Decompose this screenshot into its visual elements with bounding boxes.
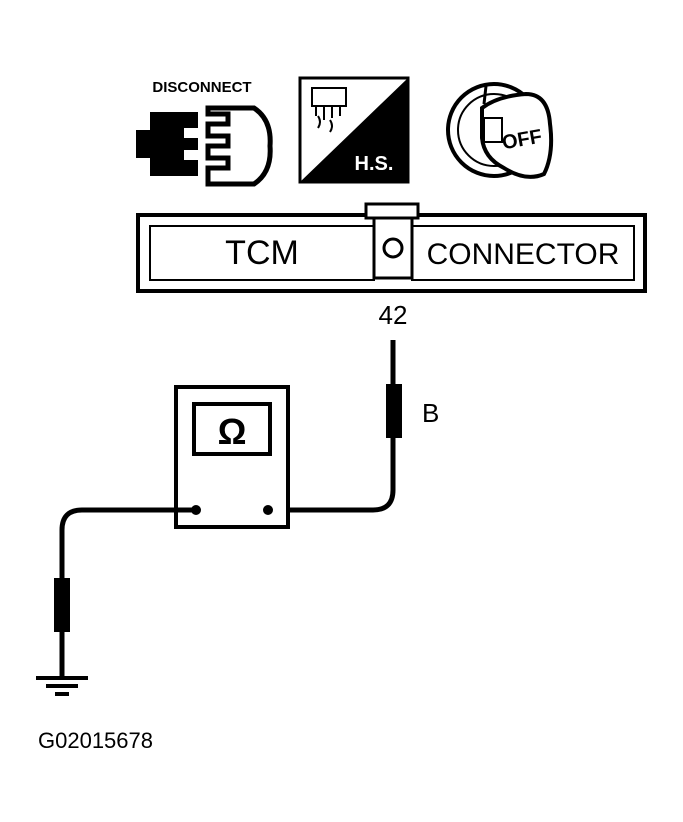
- harness-side-label: H.S.: [355, 153, 394, 175]
- connector-inner-right: [411, 225, 635, 281]
- meter-display: [192, 402, 272, 456]
- disconnect-connector-icon: [136, 105, 273, 187]
- ohmmeter-icon: Ω: [174, 385, 290, 529]
- wire-color-code: B: [422, 398, 439, 428]
- pin-probe-lead: B: [268, 340, 439, 513]
- ignition-icon-group: OFF: [446, 82, 554, 179]
- probe-handle-pin: [386, 384, 402, 438]
- connector-pin: [382, 237, 404, 259]
- ground-symbol-icon: [36, 676, 88, 696]
- connector-right-label: CONNECTOR: [427, 238, 620, 271]
- ignition-key-off-icon: [446, 82, 554, 179]
- harness-side-icon-group: H.S.: [298, 76, 410, 184]
- tcm-connector: TCM CONNECTOR 42: [136, 202, 647, 330]
- connector-left-label: TCM: [225, 234, 299, 272]
- meter-symbol: Ω: [218, 411, 247, 452]
- disconnect-label: DISCONNECT: [152, 79, 251, 96]
- meter-terminal-right: [263, 505, 273, 515]
- connector-latch: [364, 202, 420, 220]
- figure-id: G02015678: [38, 728, 153, 753]
- ground-probe-lead: [54, 507, 196, 676]
- connector-inner-left: [149, 225, 375, 281]
- pin-number-label: 42: [379, 300, 408, 330]
- disconnect-icon-group: DISCONNECT: [136, 79, 273, 187]
- probe-handle-ground: [54, 578, 70, 632]
